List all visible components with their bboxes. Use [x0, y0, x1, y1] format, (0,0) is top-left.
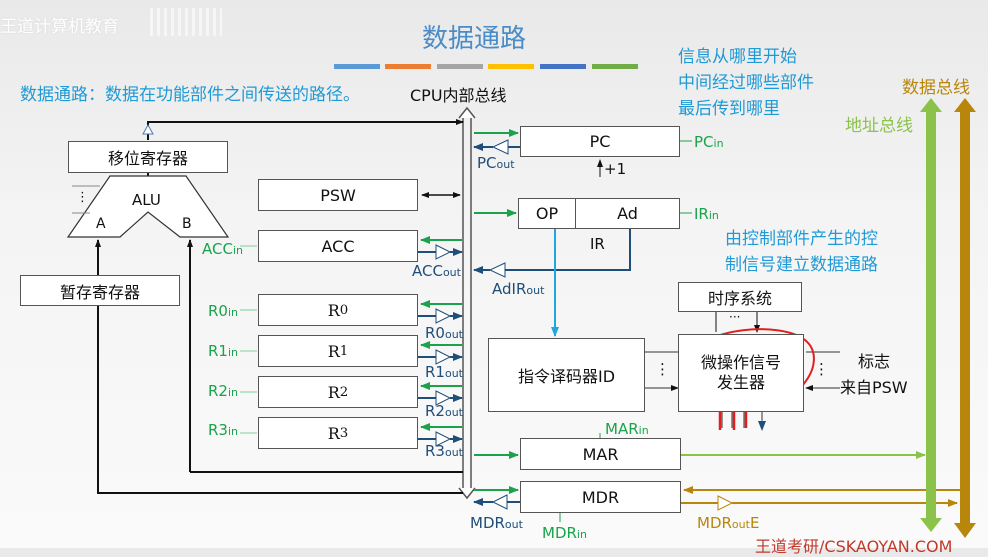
r2-out-signal: R2out [425, 402, 463, 420]
alu-input-a-label: A [96, 216, 106, 232]
alu-ellipsis: ⋮ [76, 190, 89, 205]
r1-in-signal: R1in [208, 342, 238, 360]
brand-logo-graphic [150, 8, 222, 36]
alu-label: ALU [132, 191, 161, 209]
title-bar-2 [385, 64, 431, 69]
acc-in-signal: ACCin [202, 240, 243, 258]
internal-bus-label: CPU内部总线 [410, 86, 507, 105]
note-line: 最后传到哪里 [678, 99, 780, 119]
alu-shape [66, 175, 230, 238]
temp-register: 暂存寄存器 [20, 275, 180, 306]
mar-in-signal: MARin [605, 420, 649, 438]
title-bar-5 [540, 64, 586, 69]
r2-in-signal: R2in [208, 382, 238, 400]
acc-register: ACC [258, 230, 418, 262]
ad-ir-out-signal: AdIRout [492, 280, 545, 298]
r3-out-gate-icon [435, 431, 452, 447]
title-bar-3 [437, 64, 483, 69]
pc-out-signal: PCout [477, 154, 515, 172]
r0-out-gate-icon [435, 308, 452, 324]
shift-to-bus-wire [147, 119, 464, 140]
note-line: 由控制部件产生的控 [725, 229, 878, 249]
data-bus-label: 数据总线 [902, 78, 970, 98]
address-bus-label: 地址总线 [845, 116, 913, 136]
note-mid: 由控制部件产生的控 制信号建立数据通路 [725, 226, 878, 278]
decoder-ellipsis: ⋮ [655, 360, 670, 378]
mdr-out-signal: MDRout [470, 514, 523, 532]
watermark: 王道考研/CSKAOYAN.COM [755, 537, 953, 556]
page-title: 数据通路 [421, 24, 526, 54]
title-bar-1 [334, 64, 380, 69]
acc-out-signal: ACCout [412, 262, 461, 280]
timing-ellipsis: ··· [729, 310, 741, 324]
r3-in-signal: R3in [208, 421, 238, 439]
title-bar-6 [592, 64, 638, 69]
ir-in-signal: IRin [694, 205, 719, 223]
note-line: 制信号建立数据通路 [725, 255, 878, 275]
micro-op-generator: 微操作信号 发生器 [678, 334, 804, 412]
note-line: 中间经过哪些部件 [678, 73, 814, 93]
address-bus [920, 98, 942, 532]
subtitle: 数据通路：数据在功能部件之间传送的路径。 [20, 85, 360, 105]
r0-in-signal: R0in [208, 302, 238, 320]
timing-system: 时序系统 [678, 282, 802, 312]
ir-label: IR [590, 235, 605, 253]
mdr-register: MDR [520, 481, 681, 513]
psw-register: PSW [258, 179, 418, 211]
instruction-decoder: 指令译码器ID [488, 338, 645, 412]
brand-logo-text: 王道计算机教育 [0, 17, 119, 37]
note-top: 信息从哪里开始 中间经过哪些部件 最后传到哪里 [678, 44, 814, 122]
r2-out-gate-icon [435, 390, 452, 406]
mdr-out-e-signal: MDRoutE [697, 514, 760, 532]
r1-out-gate-icon [435, 349, 452, 365]
alu-input-b-label: B [182, 216, 192, 232]
note-line: 信息从哪里开始 [678, 47, 797, 67]
flags-label-2: 来自PSW [840, 378, 908, 397]
acc-out-gate-icon [435, 244, 452, 260]
flags-label-1: 标志 [858, 352, 891, 371]
ir-ad-field: Ad [575, 198, 680, 229]
title-bar-4 [488, 64, 534, 69]
r3-out-signal: R3out [425, 442, 463, 460]
pc-increment-label: +1 [604, 160, 627, 178]
mar-register: MAR [520, 438, 681, 470]
data-bus [954, 98, 976, 538]
ir-op-field: OP [518, 198, 576, 229]
mdr-in-signal: MDRin [542, 524, 587, 542]
pc-in-signal: PCin [694, 133, 724, 151]
r0-out-signal: R0out [425, 324, 463, 342]
r1-out-signal: R1out [425, 363, 463, 381]
shift-output-gate-icon [142, 123, 154, 135]
pc-register: PC [520, 126, 680, 157]
flags-ellipsis: ⋮ [814, 360, 829, 378]
shift-register: 移位寄存器 [68, 141, 228, 173]
cpu-internal-bus [458, 106, 476, 500]
